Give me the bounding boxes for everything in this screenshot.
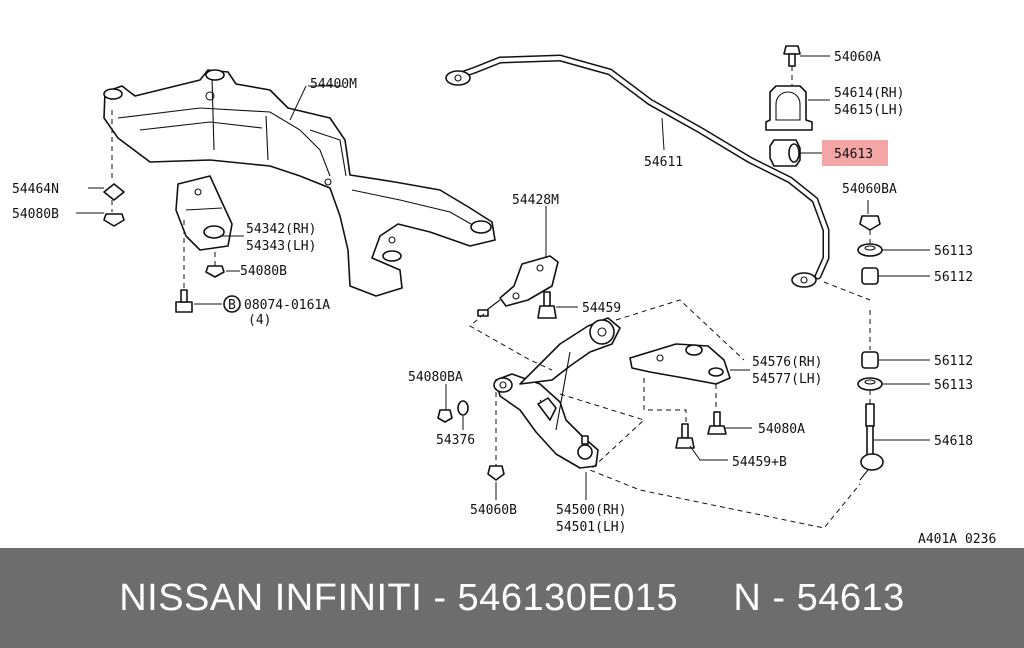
label-54376: 54376: [436, 433, 475, 448]
bolt-icon: [707, 411, 727, 435]
exploded-parts-diagram: 54400M 54464N 54080B 54342(RH) 54343(LH)…: [12, 45, 996, 547]
link-bracket: [477, 255, 559, 317]
bolt-icon: [175, 289, 193, 313]
part-number-banner: NISSAN INFINITI - 546130E015 N - 54613: [0, 548, 1024, 648]
label-54577: 54577(LH): [752, 372, 822, 387]
label-54343: 54343(LH): [246, 239, 316, 254]
label-56112-bot: 56112: [934, 354, 973, 369]
stabilizer-link: [859, 403, 884, 481]
label-54060b: 54060B: [470, 503, 517, 518]
label-54615: 54615(LH): [834, 103, 904, 118]
bushing-icon: [861, 267, 879, 285]
arm-support-bracket: [629, 343, 731, 385]
label-54342: 54342(RH): [246, 222, 316, 237]
nut-icon: [487, 465, 505, 481]
engine-mount-bracket: [175, 175, 233, 251]
stabilizer-bar: [448, 54, 830, 280]
lower-control-arm: [493, 317, 621, 469]
washer-icon: [103, 183, 125, 201]
bolt-icon: [675, 423, 695, 449]
label-54501: 54501(LH): [556, 520, 626, 535]
stabilizer-clamp: [765, 85, 813, 131]
drawing-code: A401A 0236: [918, 532, 996, 547]
label-56113-top: 56113: [934, 244, 973, 259]
nut-icon: [437, 409, 453, 423]
label-54060a: 54060A: [834, 50, 881, 65]
front-subframe: [103, 69, 496, 297]
label-54080b: 54080B: [12, 207, 59, 222]
bolt-icon: [537, 291, 557, 319]
nut-icon: [103, 213, 125, 227]
label-54080b-mid: 54080B: [240, 264, 287, 279]
label-54080a: 54080A: [758, 422, 805, 437]
highlight-box: [822, 140, 888, 166]
label-54459b: 54459+B: [732, 455, 787, 470]
nut-icon: [205, 265, 225, 278]
bushing-icon: [861, 351, 879, 369]
label-54459: 54459: [582, 301, 621, 316]
label-54464n: 54464N: [12, 182, 59, 197]
label-56113-bot: 56113: [934, 378, 973, 393]
label-b-marker: B: [228, 298, 236, 313]
label-54576: 54576(RH): [752, 355, 822, 370]
bolt-icon: [783, 45, 801, 67]
label-54613: 54613: [834, 147, 873, 162]
label-54080ba-left: 54080BA: [408, 370, 463, 385]
label-54500: 54500(RH): [556, 503, 626, 518]
label-54060ba-right: 54060BA: [842, 182, 897, 197]
washer-icon: [457, 400, 469, 416]
label-54428m: 54428M: [512, 193, 559, 208]
label-54611: 54611: [644, 155, 683, 170]
label-08074: 08074-0161A: [244, 298, 330, 313]
nut-icon: [859, 215, 881, 231]
part-number-text: NISSAN INFINITI - 546130E015 N - 54613: [119, 576, 905, 619]
label-54618: 54618: [934, 434, 973, 449]
stabilizer-bushing: [769, 139, 801, 167]
label-54614: 54614(RH): [834, 86, 904, 101]
label-08074-qty: (4): [248, 313, 271, 328]
label-56112-top: 56112: [934, 270, 973, 285]
label-54400m: 54400M: [310, 77, 357, 92]
b-circle-marker: [223, 295, 241, 313]
